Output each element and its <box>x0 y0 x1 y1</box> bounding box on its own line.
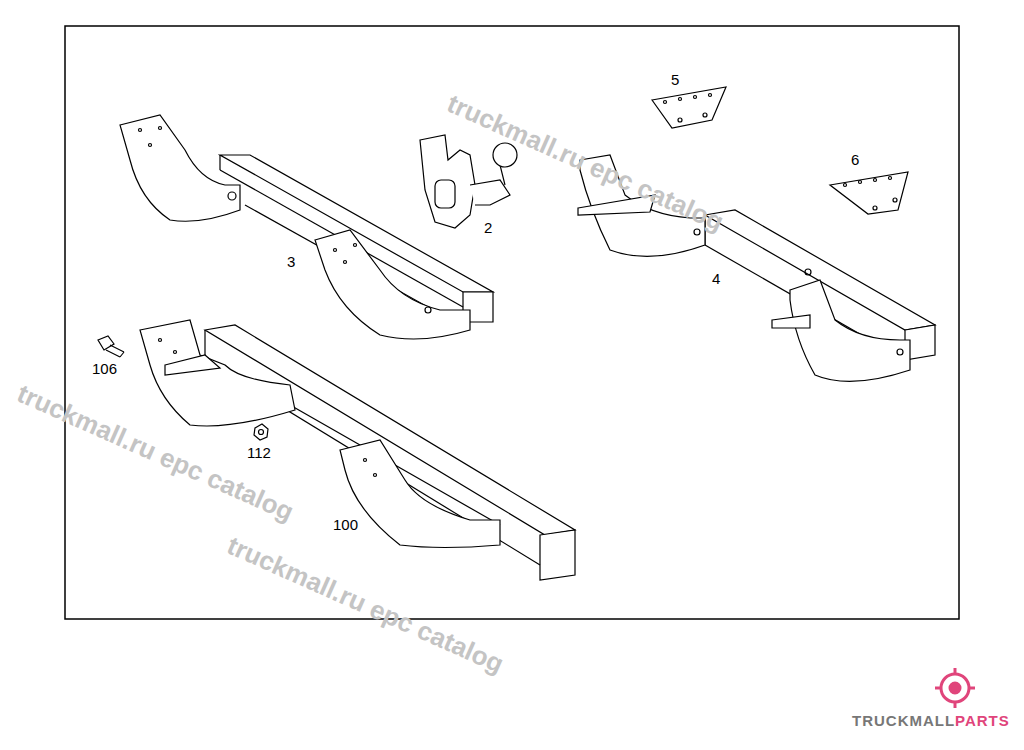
logo-gear <box>935 668 975 708</box>
mounting-plate-6 <box>830 172 908 214</box>
crossmember-100 <box>140 320 575 580</box>
callout-number: 106 <box>92 361 117 377</box>
frame <box>65 26 959 619</box>
callout-number: 112 <box>247 445 271 461</box>
nut-112 <box>254 424 268 440</box>
logo-text: TRUCKMALL <box>852 712 955 729</box>
watermark: truckmall.ru epc catalog <box>222 530 508 680</box>
logo-text: PARTS <box>955 712 1010 729</box>
tow-hitch-2 <box>420 135 517 228</box>
callout-number: 4 <box>712 271 720 287</box>
callout-number: 100 <box>333 517 358 533</box>
callout-number: 6 <box>851 152 859 168</box>
crossmember-3 <box>120 115 493 339</box>
callout-number: 3 <box>287 254 295 270</box>
callout-number: 5 <box>671 72 679 88</box>
callout-number: 2 <box>484 220 492 236</box>
bolt-106 <box>98 336 124 357</box>
mounting-plate-5 <box>652 87 726 128</box>
